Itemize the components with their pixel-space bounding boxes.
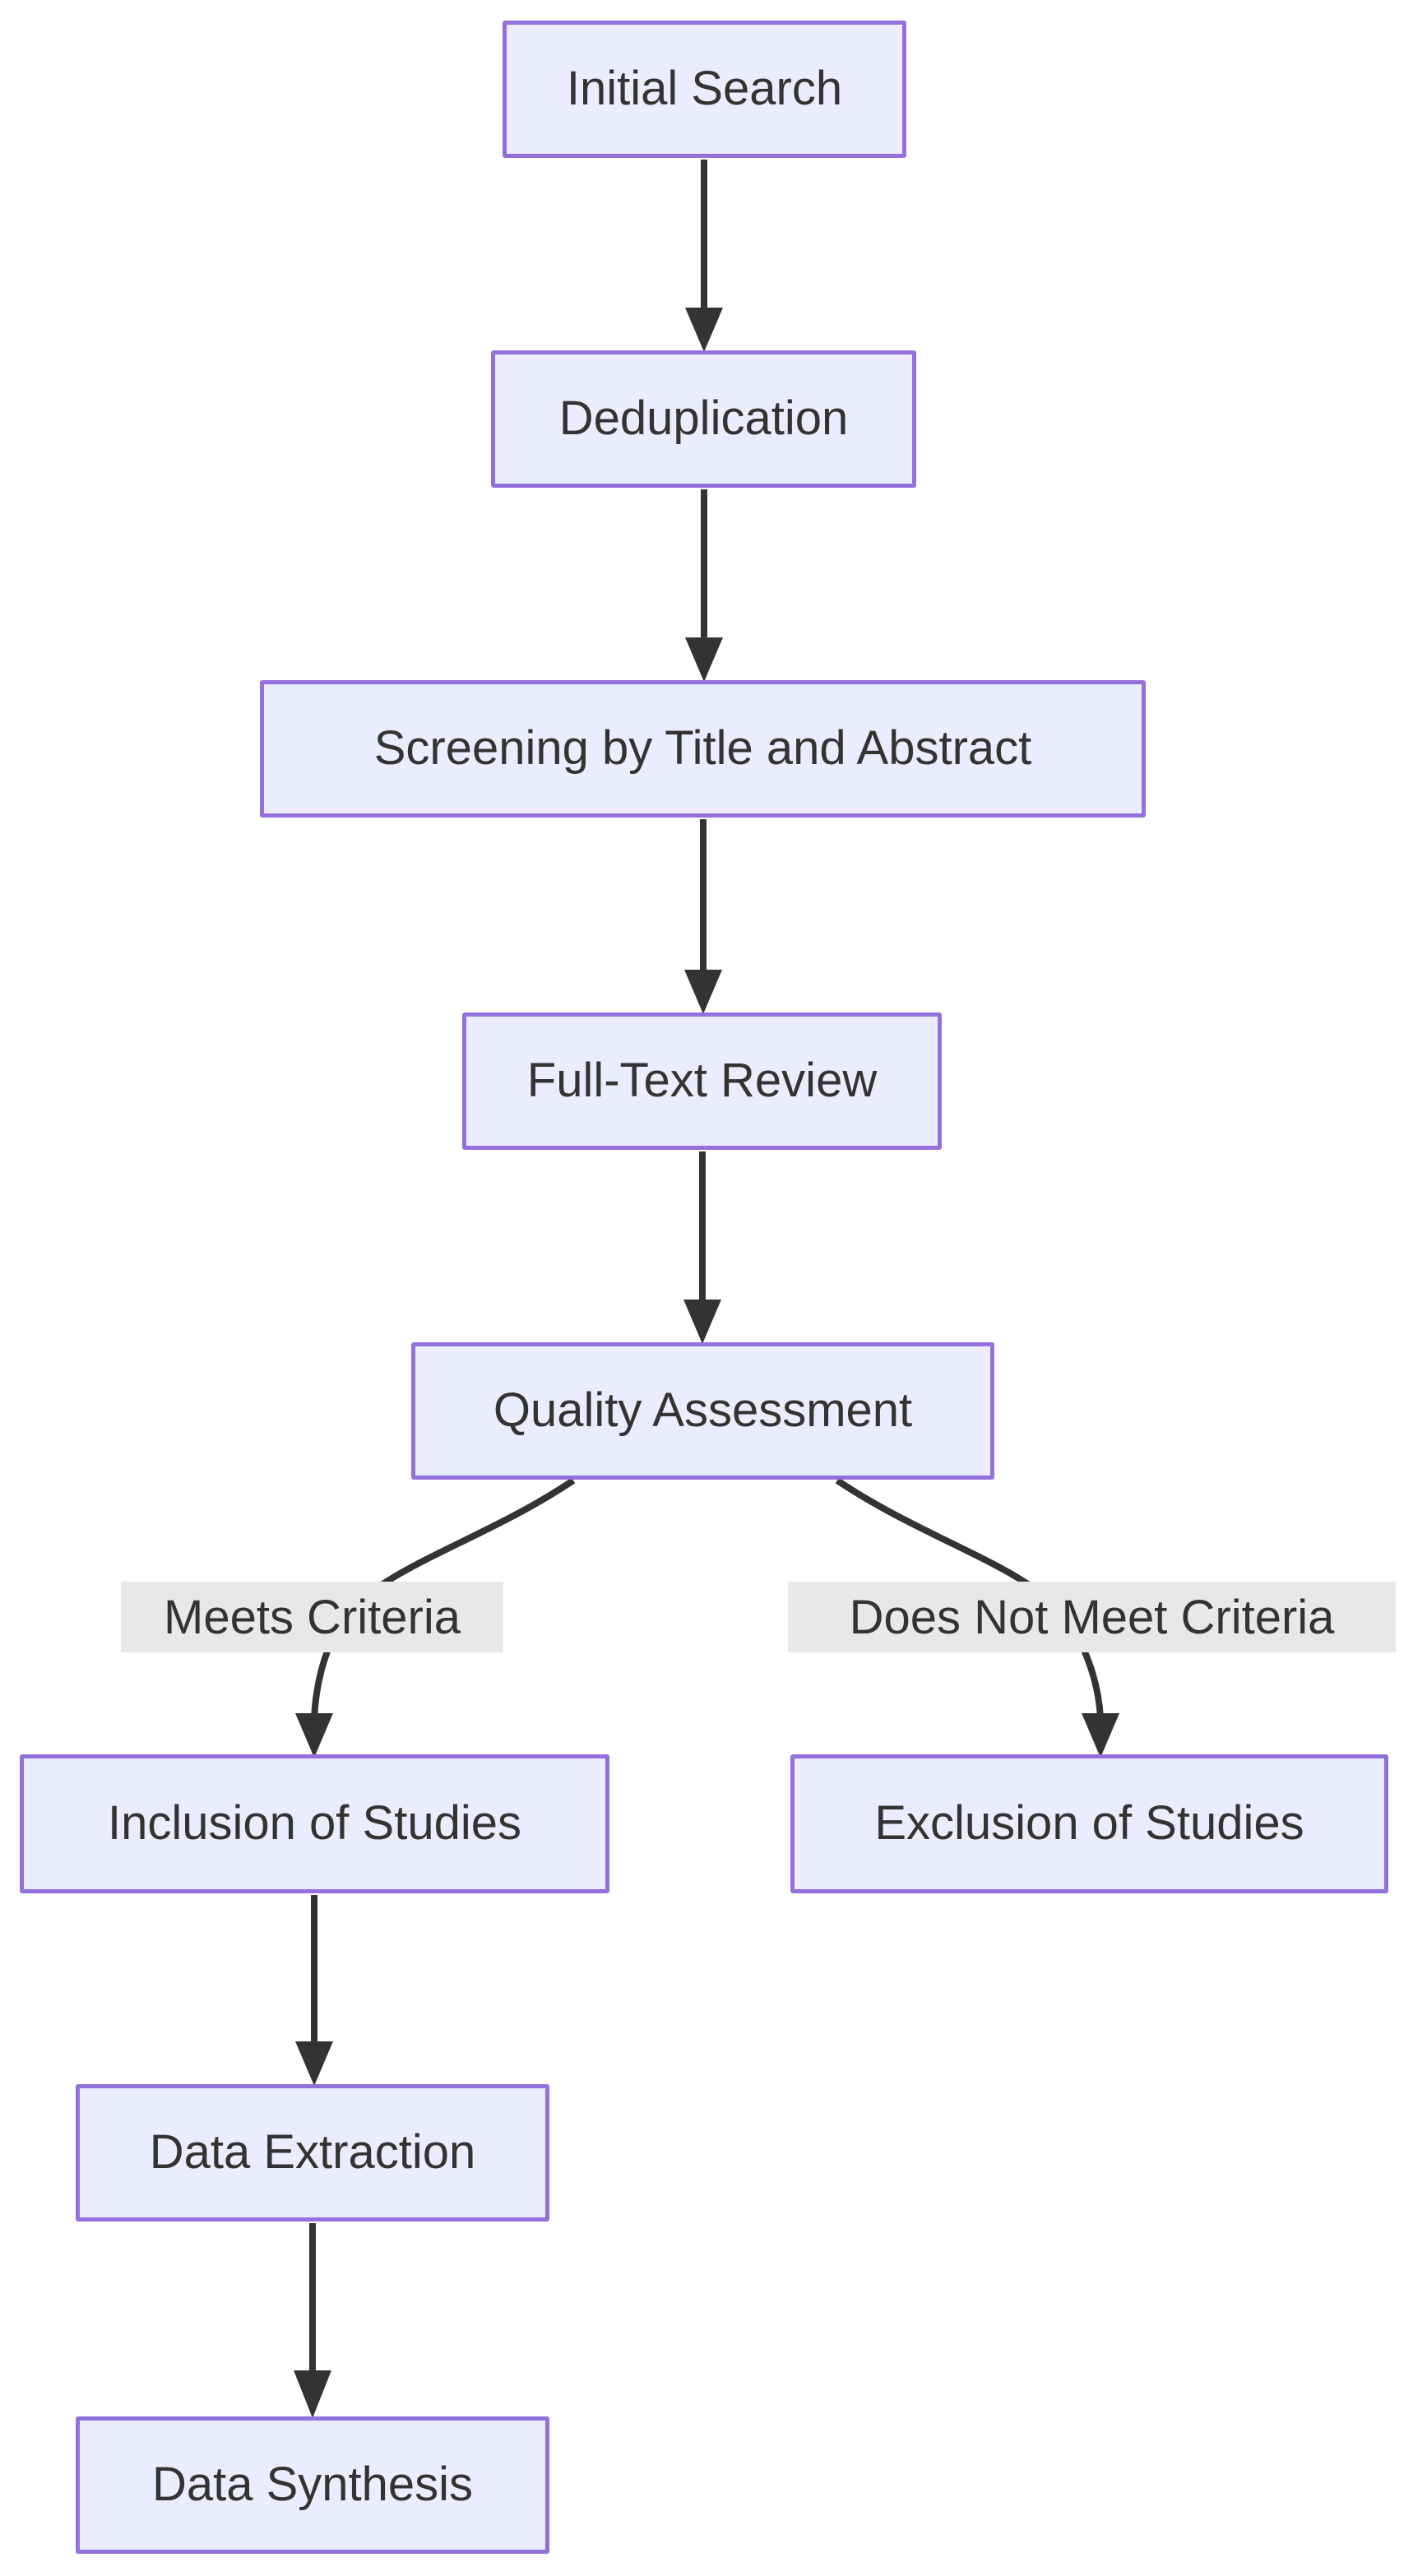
node-inclusion-of-studies: Inclusion of Studies	[20, 1754, 609, 1893]
edge-full-text-review-to-quality-assessment	[683, 1151, 721, 1344]
node-quality-assessment: Quality Assessment	[411, 1342, 994, 1480]
node-data-synthesis: Data Synthesis	[76, 2416, 549, 2554]
edge-deduplication-to-screening	[685, 489, 723, 682]
edge-label-meets-criteria: Meets Criteria	[121, 1582, 503, 1652]
node-data-extraction: Data Extraction	[76, 2084, 549, 2222]
edge-screening-to-full-text-review	[684, 819, 722, 1014]
edge-label-does-not-meet-criteria: Does Not Meet Criteria	[788, 1582, 1396, 1652]
node-exclusion-of-studies: Exclusion of Studies	[790, 1754, 1388, 1893]
edge-inclusion-to-data-extraction	[295, 1895, 333, 2086]
node-initial-search: Initial Search	[503, 21, 906, 158]
node-deduplication: Deduplication	[491, 350, 916, 488]
edge-initial-search-to-deduplication	[685, 160, 723, 352]
node-full-text-review: Full-Text Review	[462, 1012, 942, 1150]
edge-data-extraction-to-data-synthesis	[294, 2223, 331, 2418]
node-screening-by-title-and-abstract: Screening by Title and Abstract	[260, 680, 1146, 818]
